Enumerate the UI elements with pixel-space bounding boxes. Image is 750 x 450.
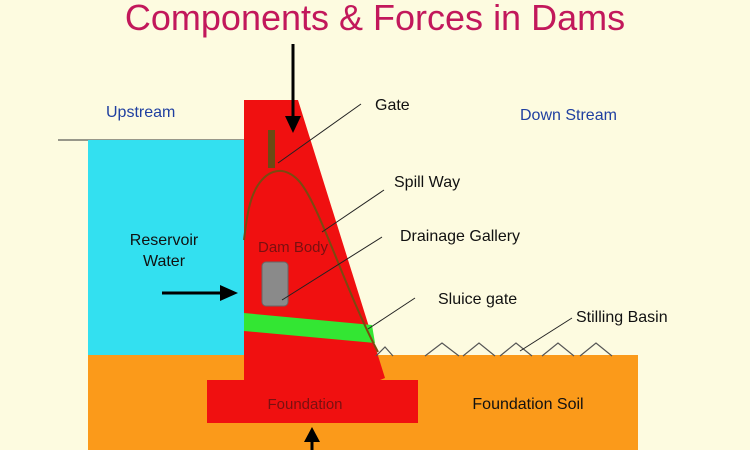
gate-label: Gate <box>375 97 410 114</box>
sluice-gate-leader <box>367 297 416 330</box>
stilling-basin-label: Stilling Basin <box>576 309 668 326</box>
stilling-basin-hump <box>424 342 460 357</box>
uplift-arrow-head <box>304 427 320 442</box>
reservoir-water <box>88 140 245 358</box>
spillway-leader <box>321 189 385 233</box>
dam-body-label: Dam Body <box>258 239 329 256</box>
sluice-gate-label: Sluice gate <box>438 291 517 308</box>
reservoir-label-line1: Reservoir <box>130 232 199 249</box>
stilling-basin-hump <box>579 342 613 357</box>
foundation-block <box>207 380 418 423</box>
stilling-basin-hump <box>499 342 533 357</box>
drainage-gallery-leader <box>281 236 383 301</box>
foundation-soil-label: Foundation Soil <box>472 396 583 413</box>
upstream-label: Upstream <box>106 104 175 121</box>
stilling-basin <box>375 342 613 357</box>
force-arrows <box>162 44 320 450</box>
spillway-curve <box>243 170 379 353</box>
diagram-title: Components & Forces in Dams <box>125 0 625 38</box>
leader-lines <box>277 103 573 352</box>
gate-leader <box>277 103 362 164</box>
drainage-gallery <box>261 261 289 307</box>
spill-way-label: Spill Way <box>394 174 460 191</box>
water-pressure-arrow-head <box>220 285 238 301</box>
foundation-label: Foundation <box>267 396 342 413</box>
drainage-gallery-label: Drainage Gallery <box>400 228 520 245</box>
stilling-basin-leader <box>519 317 573 352</box>
gate-post <box>268 130 275 168</box>
stilling-basin-hump <box>375 346 394 357</box>
downstream-label: Down Stream <box>520 107 617 124</box>
reservoir-label-line2: Water <box>143 253 186 270</box>
vertical-load-arrow-head <box>285 116 301 133</box>
stilling-basin-hump <box>541 342 575 357</box>
sluice-gate-band <box>244 313 375 343</box>
stilling-basin-hump <box>462 342 496 357</box>
